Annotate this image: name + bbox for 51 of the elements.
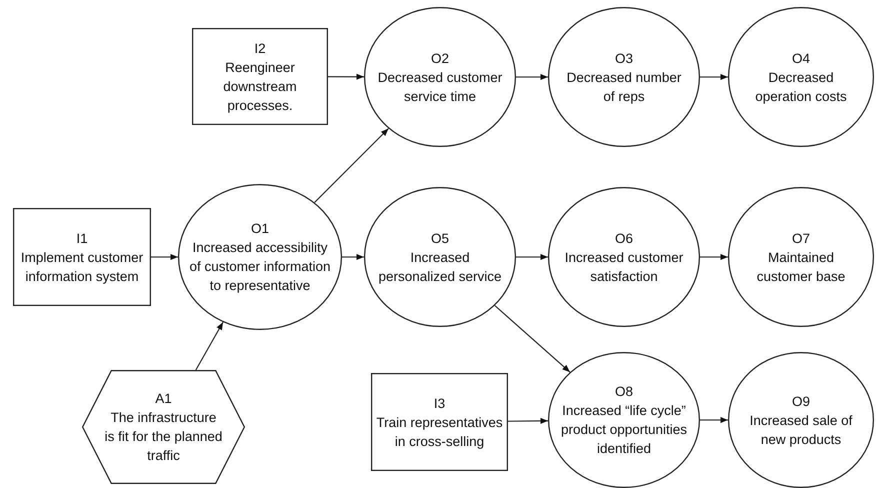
node-id: O3 [614,50,633,68]
node-id: A1 [155,390,172,408]
node-id: O2 [430,50,449,68]
outcome-ellipse [548,187,700,327]
initiative-box [371,373,508,471]
node-text: Increased accessibility of customer information to representative [188,239,332,295]
node-id: O4 [792,50,810,68]
arrow [195,322,224,370]
node-text: Decreased customer service time [377,68,503,106]
node-text: Reengineer downstream processes. [222,58,298,114]
initiative-box [13,208,151,306]
assumption-hexagon [82,370,245,484]
node-id: I1 [76,230,88,248]
arrow [508,418,548,424]
outcome-ellipse [728,352,874,488]
node-id: I3 [434,394,446,412]
node-id: O8 [614,383,633,401]
node-text: Decreased operation costs [754,68,848,106]
node-id: I2 [254,40,266,58]
node-id: O9 [792,392,810,410]
node-text: Maintained customer base [756,248,846,286]
arrow [494,305,570,373]
node-text: Increased sale of new products [748,412,854,448]
node-text: Increased customer satisfaction [564,248,684,286]
node-text: Decreased number of reps [566,68,682,106]
arrow [516,254,548,260]
node-text: Increased “life cycle” product opportunities identified [560,402,688,458]
outcome-ellipse [364,7,516,147]
arrow [342,254,364,260]
node-text: Train representatives in cross-selling [375,414,504,450]
node-text: Implement customer information system [20,248,144,286]
arrow [328,74,364,80]
arrow [314,128,389,203]
outcome-ellipse [728,7,874,147]
arrow [700,74,728,80]
arrow [151,254,178,260]
outcome-ellipse [178,184,342,330]
node-text: The infrastructure is fit for the planned traffic [104,409,222,465]
arrow [700,416,728,424]
node-id: O1 [250,220,269,238]
initiative-box [192,28,328,125]
arrow [700,254,728,260]
arrow [516,74,548,80]
node-text: Increased personalized service [377,248,503,286]
outcome-ellipse [548,352,700,488]
node-id: O7 [792,230,810,248]
node-id: O6 [614,230,633,248]
node-id: O5 [430,230,449,248]
outcome-ellipse [364,187,516,327]
outcome-ellipse [548,7,700,147]
outcome-ellipse [728,187,874,327]
